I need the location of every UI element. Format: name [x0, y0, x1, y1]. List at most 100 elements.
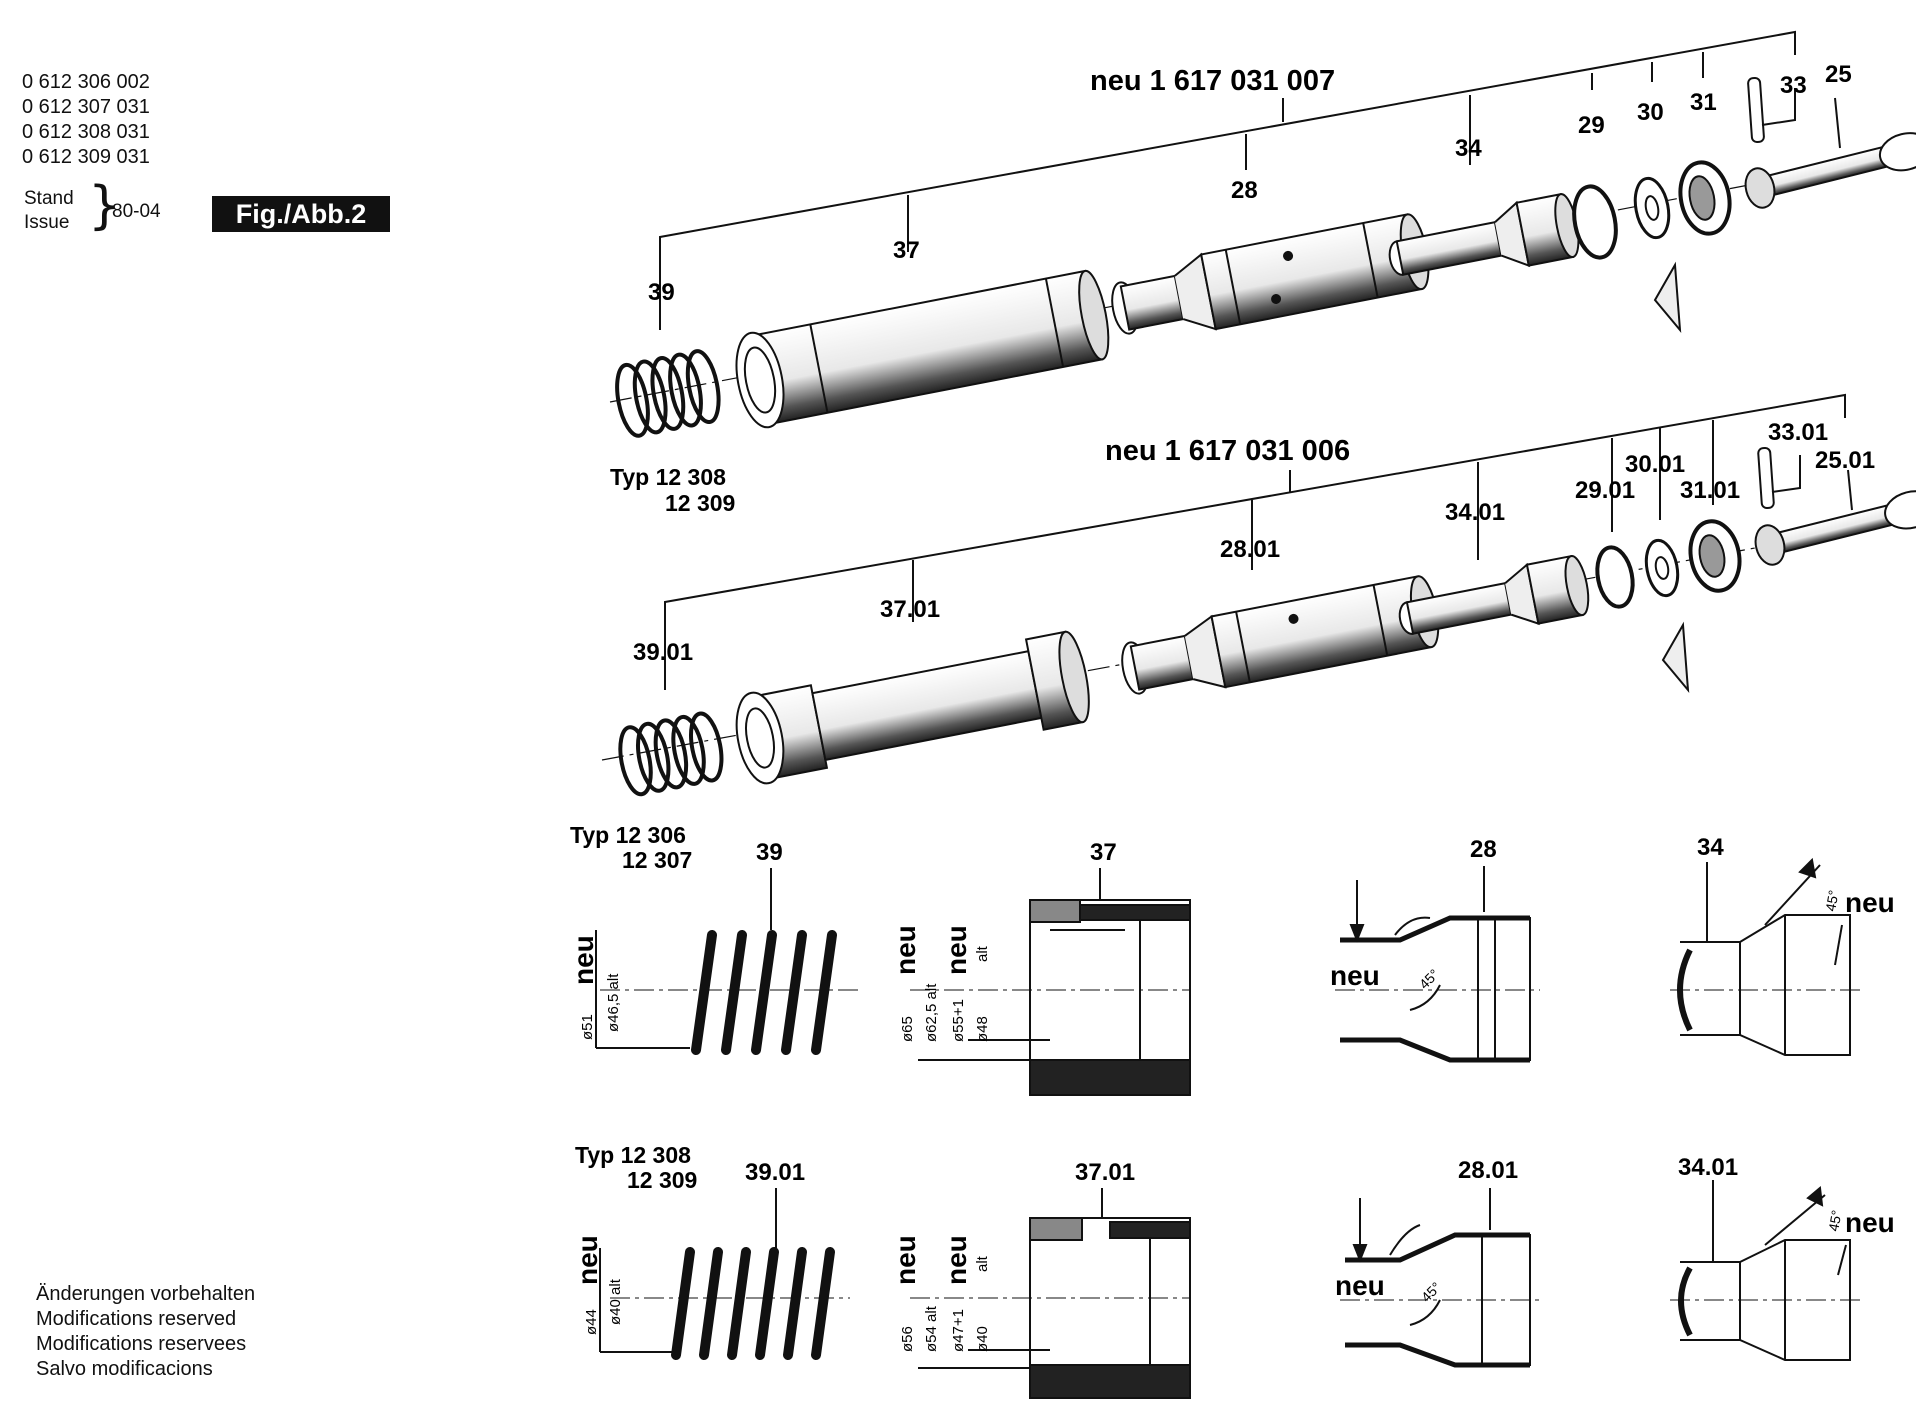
spring-detail	[595, 868, 860, 1055]
striker-angle: 45°	[1822, 889, 1841, 913]
part-number: 0 612 309 031	[22, 146, 150, 168]
leader-line	[1847, 469, 1853, 511]
dim-diameter: ø44	[583, 1309, 600, 1335]
callout-31-01: 31.01	[1680, 477, 1740, 504]
upper-kit-assembly	[609, 30, 1916, 438]
washer-part	[1633, 176, 1671, 240]
dim-new-label: neu	[941, 925, 972, 975]
pin-part	[1757, 446, 1775, 510]
type-label: 12 309	[627, 1167, 697, 1193]
connecting-rod-part	[1744, 132, 1916, 209]
wedge-part	[1653, 261, 1682, 334]
figure-label: Fig./Abb.2	[212, 196, 390, 232]
piston-part	[1121, 575, 1440, 695]
callout-39-01: 39.01	[633, 639, 693, 666]
dim-new-label: neu	[890, 1235, 921, 1285]
piston-part	[1111, 213, 1430, 335]
callout-30-01: 30.01	[1625, 451, 1685, 478]
nut-part	[1688, 519, 1742, 593]
housing-detail	[910, 1188, 1191, 1399]
callout-31: 31	[1690, 89, 1717, 116]
spring-part	[615, 349, 721, 438]
stand-issue-label: Stand Issue	[24, 187, 74, 235]
type-label: 12 309	[665, 490, 735, 516]
detail-callout-28: 28	[1470, 836, 1497, 863]
brace-icon: }	[88, 176, 122, 236]
part-number: 0 612 308 031	[22, 121, 150, 143]
dim-diameter: ø56	[899, 1326, 916, 1352]
leader-line	[1834, 97, 1841, 149]
dim-diameter-old: ø40 alt	[607, 1278, 624, 1325]
detail-callout-39-01: 39.01	[745, 1159, 805, 1186]
striker-detail	[1670, 857, 1860, 1056]
callout-25: 25	[1825, 61, 1852, 88]
dim-diameter: ø55+1	[950, 999, 967, 1042]
type-label: Typ 12 308	[575, 1142, 691, 1168]
piston-new-label: neu	[1335, 1270, 1385, 1301]
piston-detail	[1335, 866, 1540, 1063]
type-label: Typ 12 308	[610, 464, 726, 490]
housing-part	[735, 269, 1110, 429]
dim-diameter-old: ø46,5 alt	[605, 973, 622, 1032]
dim-diameter: ø48	[974, 1016, 991, 1042]
kit-label-lower: neu 1 617 031 006	[1105, 435, 1350, 467]
dim-diameter: ø65	[899, 1016, 916, 1042]
spring-part	[618, 711, 724, 797]
dim-diameter-old: ø54 alt	[923, 1305, 940, 1352]
lower-kit-assembly	[601, 393, 1916, 797]
connecting-rod-part	[1754, 490, 1916, 566]
detail-callout-37-01: 37.01	[1075, 1159, 1135, 1186]
callout-37-01: 37.01	[880, 596, 940, 623]
callout-28-01: 28.01	[1220, 536, 1280, 563]
dim-alt-label: alt	[974, 945, 991, 962]
callout-33-01: 33.01	[1768, 419, 1828, 446]
striker-detail	[1670, 1180, 1860, 1361]
callout-29-01: 29.01	[1575, 477, 1635, 504]
callout-34-01: 34.01	[1445, 499, 1505, 526]
nut-part	[1678, 160, 1732, 236]
pin-part	[1747, 76, 1765, 144]
kit-bracket-line	[664, 393, 1846, 690]
detail-callout-37: 37	[1090, 839, 1117, 866]
callout-25-01: 25.01	[1815, 447, 1875, 474]
dim-diameter: ø47+1	[950, 1309, 967, 1352]
dim-new-label: neu	[572, 1235, 603, 1285]
callout-30: 30	[1637, 99, 1664, 126]
type-label: Typ 12 306	[570, 822, 686, 848]
reserved-line: Änderungen vorbehalten	[36, 1283, 256, 1305]
stand-label: Stand	[24, 188, 74, 209]
detail-callout-34: 34	[1697, 834, 1724, 861]
piston-detail	[1340, 1188, 1540, 1368]
washer-part	[1644, 538, 1680, 598]
dim-diameter: ø40	[974, 1326, 991, 1352]
ring-part	[1595, 545, 1635, 609]
issue-label: Issue	[24, 212, 70, 233]
reserved-line: Salvo modificacions	[36, 1358, 213, 1380]
striker-new-label: neu	[1845, 887, 1895, 918]
housing-part	[735, 630, 1090, 785]
kit-label-upper: neu 1 617 031 007	[1090, 65, 1335, 97]
detail-callout-34-01: 34.01	[1678, 1154, 1738, 1181]
housing-detail	[910, 868, 1191, 1096]
part-number-list: 0 612 306 002 0 612 307 031 0 612 308 03…	[22, 70, 150, 170]
callout-28: 28	[1231, 177, 1258, 204]
dim-new-label: neu	[890, 925, 921, 975]
dim-alt-label: alt	[974, 1255, 991, 1272]
dim-diameter: ø51	[579, 1014, 596, 1040]
leader-line	[1771, 455, 1801, 493]
callout-37: 37	[893, 237, 920, 264]
dim-new-label: neu	[941, 1235, 972, 1285]
dim-new-label: neu	[568, 935, 599, 985]
striker-part	[1388, 192, 1580, 276]
callout-29: 29	[1578, 112, 1605, 139]
stand-date: 80-04	[112, 201, 161, 222]
reserved-line: Modifications reserved	[36, 1308, 237, 1330]
reserved-line: Modifications reservees	[36, 1333, 247, 1355]
dim-diameter-old: ø62,5 alt	[923, 983, 940, 1042]
piston-new-label: neu	[1330, 960, 1380, 991]
leader-line	[1761, 88, 1796, 126]
type-label: 12 307	[622, 847, 692, 873]
striker-new-label: neu	[1845, 1207, 1895, 1238]
part-number: 0 612 306 002	[22, 71, 150, 93]
